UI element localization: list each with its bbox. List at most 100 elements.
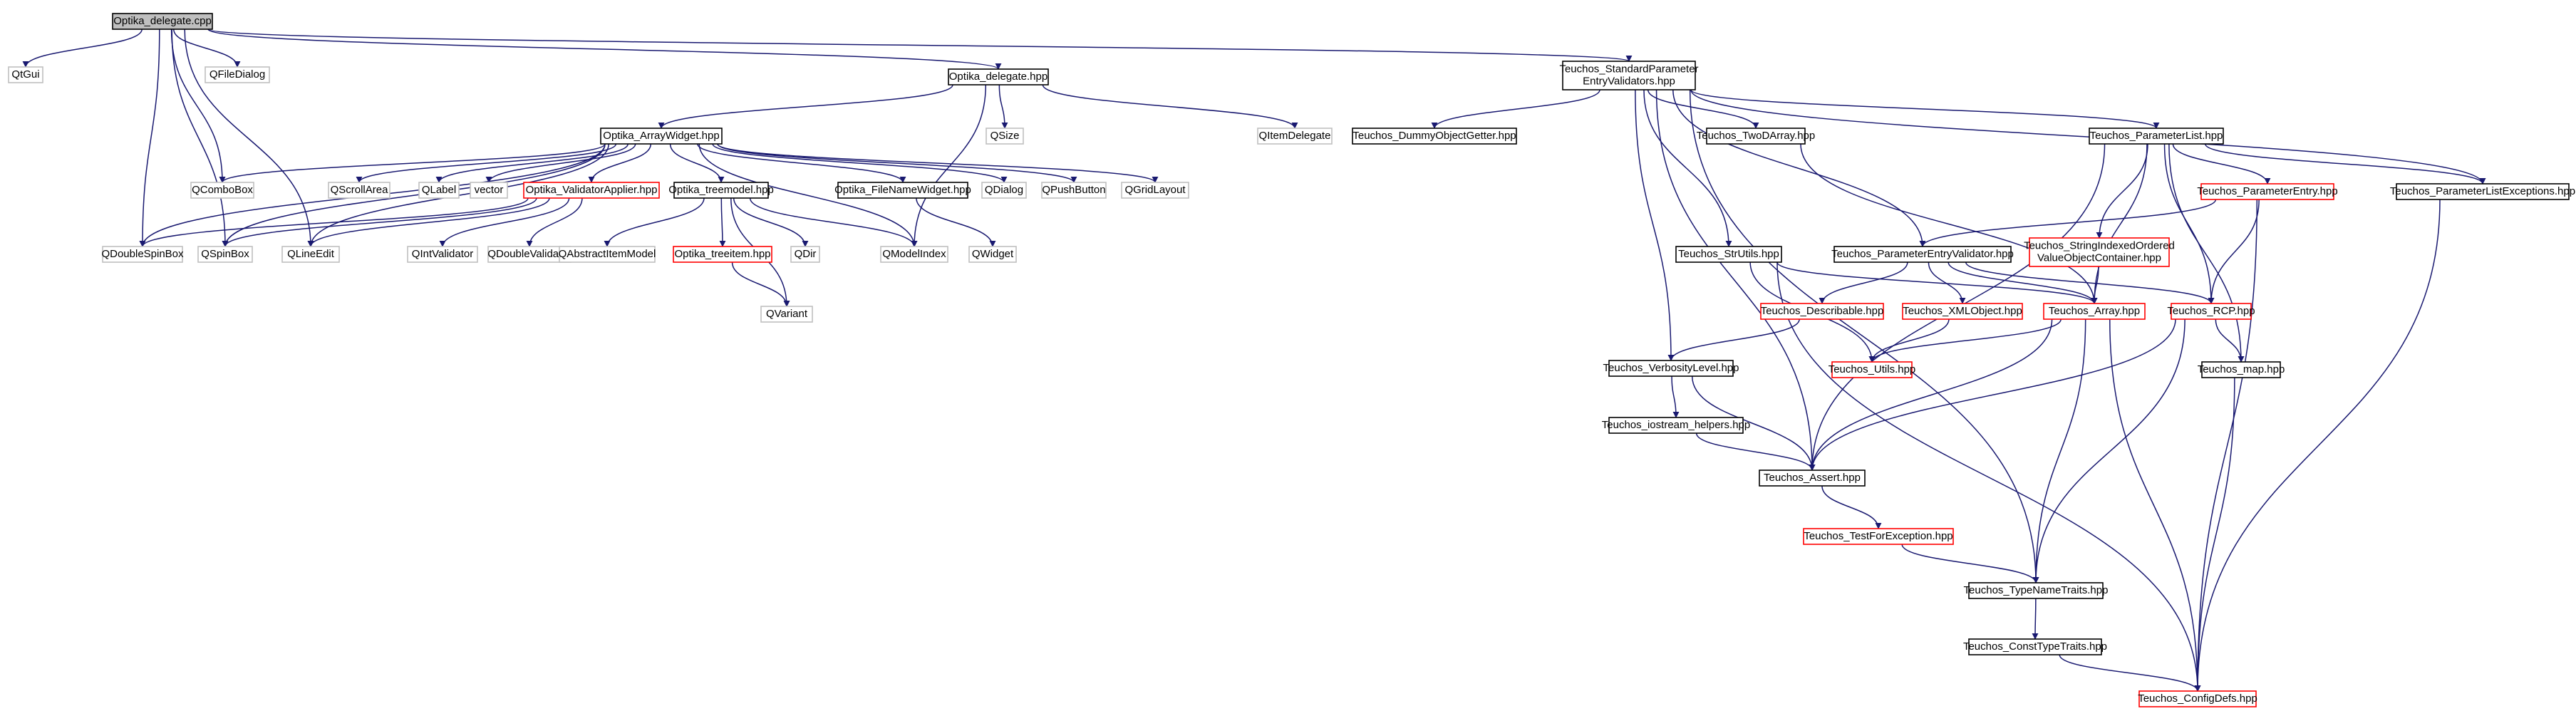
node-label: Teuchos_StandardParameter <box>1559 63 1698 75</box>
node-teuchos-verbositylevel-hpp[interactable]: Teuchos_VerbosityLevel.hpp <box>1603 360 1739 377</box>
edge-n0-n3 <box>207 28 1002 70</box>
edge-n0-n11 <box>170 28 226 183</box>
edge-n0-n1 <box>22 28 143 68</box>
node-qdir[interactable]: QDir <box>790 246 820 263</box>
node-qspinbox[interactable]: QSpinBox <box>197 246 253 263</box>
node-qabstractitemmodel[interactable]: QAbstractItemModel <box>559 246 656 263</box>
node-optika-validatorapplier-hpp[interactable]: Optika_ValidatorApplier.hpp <box>523 182 660 199</box>
node-teuchos-testforexception-hpp[interactable]: Teuchos_TestForException.hpp <box>1803 528 1954 545</box>
node-label: Teuchos_TypeNameTraits.hpp <box>1964 584 2109 596</box>
node-label: QGridLayout <box>1124 184 1186 196</box>
node-teuchos-strutils-hpp[interactable]: Teuchos_StrUtils.hpp <box>1675 246 1782 263</box>
node-teuchos-iostream-helpers-hpp[interactable]: Teuchos_iostream_helpers.hpp <box>1602 417 1750 434</box>
node-box <box>102 246 183 263</box>
node-teuchos-consttypetraits-hpp[interactable]: Teuchos_ConstTypeTraits.hpp <box>1963 638 2107 655</box>
node-teuchos-parameterentry-hpp[interactable]: Teuchos_ParameterEntry.hpp <box>2197 183 2338 200</box>
edge-n39-n42 <box>1868 318 2062 363</box>
node-qlabel[interactable]: QLabel <box>418 182 460 199</box>
edge-n35-n40 <box>1965 261 2215 304</box>
node-teuchos-stringindexedordered-valueobjectcontainer-hpp[interactable]: Teuchos_StringIndexedOrderedValueObjectC… <box>2024 237 2175 267</box>
node-qpushbutton[interactable]: QPushButton <box>1041 182 1107 199</box>
node-optika-treeitem-hpp[interactable]: Optika_treeitem.hpp <box>673 246 772 263</box>
edge-n46-n47 <box>1901 544 2039 583</box>
edge-n4-n34 <box>1643 89 1732 247</box>
edge-n4-n33 <box>1690 89 2486 185</box>
node-qcombobox[interactable]: QComboBox <box>190 182 254 199</box>
node-teuchos-describable-hpp[interactable]: Teuchos_Describable.hpp <box>1760 303 1884 320</box>
node-label: Teuchos_XMLObject.hpp <box>1903 305 2022 317</box>
node-box <box>2089 128 2224 145</box>
node-teuchos-xmlobject-hpp[interactable]: Teuchos_XMLObject.hpp <box>1902 303 2023 320</box>
node-label: Teuchos_StrUtils.hpp <box>1678 248 1779 260</box>
edge-n39-n49 <box>2109 318 2201 692</box>
node-box <box>1257 128 1333 145</box>
edge-n10-n16 <box>669 143 725 183</box>
node-teuchos-typenametraits-hpp[interactable]: Teuchos_TypeNameTraits.hpp <box>1964 582 2109 599</box>
node-vector[interactable]: vector <box>470 182 508 199</box>
node-label: Teuchos_ParameterListExceptions.hpp <box>2390 185 2575 197</box>
node-qtgui[interactable]: QtGui <box>8 66 43 83</box>
edge-n4-n9 <box>1690 89 2160 129</box>
edge-n41-n44 <box>1671 375 1680 418</box>
node-teuchos-parameterentryvalidator-hpp[interactable]: Teuchos_ParameterEntryValidator.hpp <box>1831 246 2014 263</box>
node-label: Teuchos_TestForException.hpp <box>1804 530 1952 542</box>
node-label: QDir <box>795 248 817 260</box>
node-optika-delegate-hpp[interactable]: Optika_delegate.hpp <box>948 68 1049 85</box>
node-optika-treemodel-hpp[interactable]: Optika_treemodel.hpp <box>668 182 774 199</box>
node-qgridlayout[interactable]: QGridLayout <box>1121 182 1189 199</box>
node-optika-arraywidget-hpp[interactable]: Optika_ArrayWidget.hpp <box>600 128 723 145</box>
edge-n10-n14 <box>485 143 636 183</box>
node-teuchos-map-hpp[interactable]: Teuchos_map.hpp <box>2198 361 2285 378</box>
edges-layer <box>22 28 2486 692</box>
edge-n32-n49 <box>2194 199 2258 692</box>
node-qdoublevalidator[interactable]: QDoubleValidator <box>487 246 571 263</box>
node-label: Teuchos_map.hpp <box>2198 363 2285 375</box>
edge-n35-n37 <box>1819 261 1908 304</box>
node-teuchos-parameterlistexceptions-hpp[interactable]: Teuchos_ParameterListExceptions.hpp <box>2390 183 2575 200</box>
edge-n4-n35 <box>1672 89 1926 247</box>
edge-n10-n18 <box>712 143 1008 183</box>
edge-n16-n28 <box>733 197 809 247</box>
node-optika-filenamewidget-hpp[interactable]: Optika_FileNameWidget.hpp <box>834 182 971 199</box>
node-teuchos-twodarray-hpp[interactable]: Teuchos_TwoDArray.hpp <box>1697 128 1815 145</box>
edge-n41-n45 <box>1691 375 1816 471</box>
edge-n40-n43 <box>2215 318 2245 363</box>
node-teuchos-array-hpp[interactable]: Teuchos_Array.hpp <box>2043 303 2146 320</box>
node-box <box>559 246 656 263</box>
edge-n39-n47 <box>2032 318 2086 583</box>
node-qintvalidator[interactable]: QIntValidator <box>407 246 478 263</box>
node-optika-delegate-cpp[interactable]: Optika_delegate.cpp <box>112 13 213 30</box>
node-box <box>2138 690 2257 707</box>
node-qscrollarea[interactable]: QScrollArea <box>328 182 390 199</box>
node-qvariant[interactable]: QVariant <box>760 306 813 323</box>
node-box <box>880 246 948 263</box>
node-qmodelindex[interactable]: QModelIndex <box>880 246 948 263</box>
node-teuchos-standardparameter-entryvalidators-hpp[interactable]: Teuchos_StandardParameterEntryValidators… <box>1559 61 1699 90</box>
edge-n32-n35 <box>1919 199 2217 247</box>
node-qdoublespinbox[interactable]: QDoubleSpinBox <box>101 246 184 263</box>
node-teuchos-assert-hpp[interactable]: Teuchos_Assert.hpp <box>1759 469 1866 487</box>
node-teuchos-rcp-hpp[interactable]: Teuchos_RCP.hpp <box>2167 303 2255 320</box>
node-qlineedit[interactable]: QLineEdit <box>281 246 340 263</box>
edge-n43-n49 <box>2194 377 2235 692</box>
node-qsize[interactable]: QSize <box>986 128 1024 145</box>
node-label: ValueObjectContainer.hpp <box>2037 251 2161 264</box>
edge-n27-n31 <box>731 261 790 307</box>
node-box <box>1968 638 2102 655</box>
node-box <box>1833 246 2012 263</box>
node-box <box>981 182 1027 199</box>
node-qdialog[interactable]: QDialog <box>981 182 1027 199</box>
edge-n4-n8 <box>1647 89 1759 129</box>
node-qitemdelegate[interactable]: QItemDelegate <box>1257 128 1333 145</box>
node-qwidget[interactable]: QWidget <box>968 246 1017 263</box>
node-label: Teuchos_StringIndexedOrdered <box>2024 239 2175 251</box>
node-box <box>1562 61 1696 90</box>
node-teuchos-configdefs-hpp[interactable]: Teuchos_ConfigDefs.hpp <box>2138 690 2257 707</box>
node-qfiledialog[interactable]: QFileDialog <box>205 66 270 83</box>
edge-n0-n23 <box>184 28 314 247</box>
node-box <box>968 246 1017 263</box>
node-teuchos-parameterlist-hpp[interactable]: Teuchos_ParameterList.hpp <box>2089 128 2224 145</box>
node-teuchos-utils-hpp[interactable]: Teuchos_Utils.hpp <box>1828 361 1916 378</box>
node-teuchos-dummyobjectgetter-hpp[interactable]: Teuchos_DummyObjectGetter.hpp <box>1352 128 1517 145</box>
